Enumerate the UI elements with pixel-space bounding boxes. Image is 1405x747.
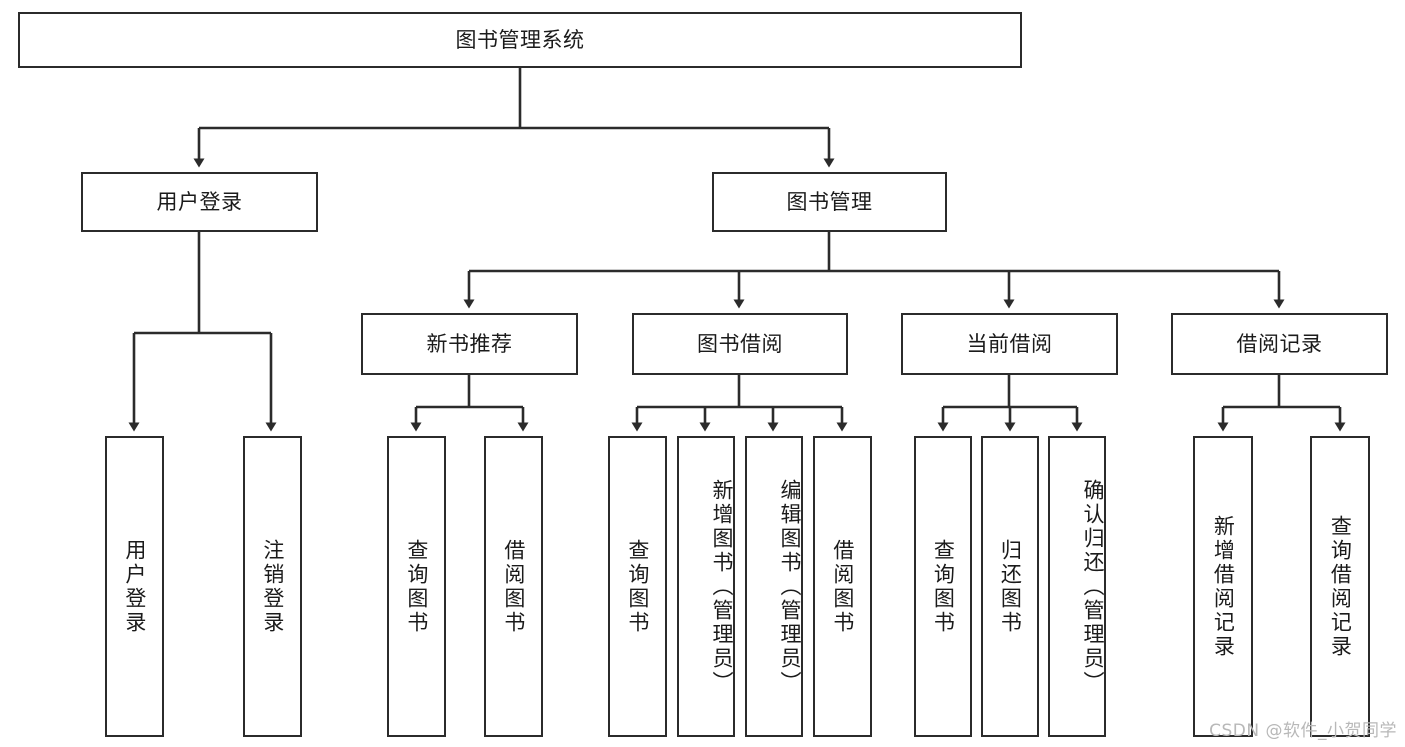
node-book-borrow[interactable]: 图书借阅 (632, 313, 848, 375)
leaf-current-borrow-confirm-admin[interactable]: 确认归还（管理员） (1048, 436, 1106, 737)
leaf-book-borrow-edit-admin[interactable]: 编辑图书（管理员） (745, 436, 803, 737)
node-root-system[interactable]: 图书管理系统 (18, 12, 1022, 68)
leaf-current-borrow-query[interactable]: 查询图书 (914, 436, 972, 737)
leaf-borrow-record-add[interactable]: 新增借阅记录 (1193, 436, 1253, 737)
leaf-new-book-query[interactable]: 查询图书 (387, 436, 446, 737)
leaf-new-book-borrow[interactable]: 借阅图书 (484, 436, 543, 737)
leaf-book-borrow-lend[interactable]: 借阅图书 (813, 436, 872, 737)
leaf-user-login-signin[interactable]: 用户登录 (105, 436, 164, 737)
leaf-user-login-signout[interactable]: 注销登录 (243, 436, 302, 737)
leaf-current-borrow-return[interactable]: 归还图书 (981, 436, 1039, 737)
leaf-borrow-record-query[interactable]: 查询借阅记录 (1310, 436, 1370, 737)
node-current-borrow[interactable]: 当前借阅 (901, 313, 1118, 375)
leaf-book-borrow-query[interactable]: 查询图书 (608, 436, 667, 737)
csdn-watermark: CSDN @软件_小贺同学 (1209, 721, 1397, 741)
node-borrow-record[interactable]: 借阅记录 (1171, 313, 1388, 375)
node-new-book-recommend[interactable]: 新书推荐 (361, 313, 578, 375)
node-user-login[interactable]: 用户登录 (81, 172, 318, 232)
leaf-book-borrow-add-admin[interactable]: 新增图书（管理员） (677, 436, 735, 737)
node-book-management[interactable]: 图书管理 (712, 172, 947, 232)
